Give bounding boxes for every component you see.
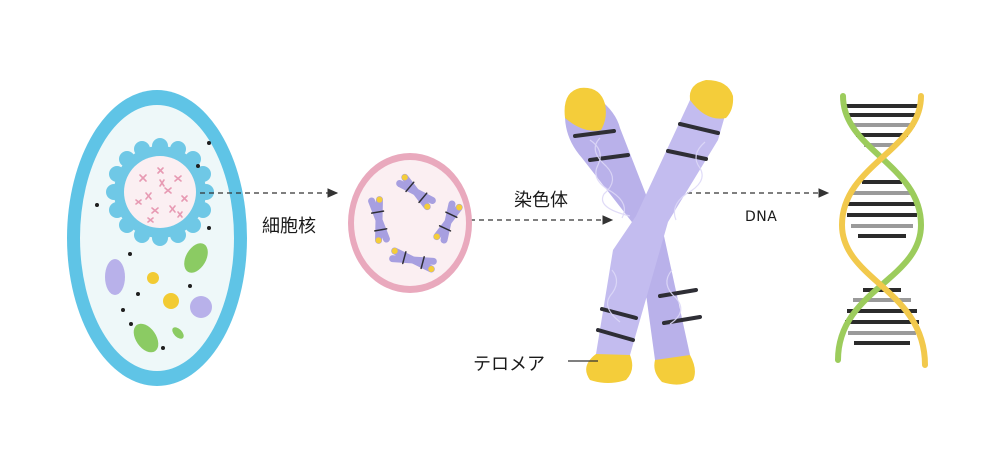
chromosome xyxy=(564,80,734,385)
organelle-vacuole xyxy=(105,259,125,295)
chromosome-bands xyxy=(573,122,720,342)
dna-strand-green xyxy=(835,93,925,363)
chromatid-right xyxy=(586,80,734,383)
dna-helix xyxy=(835,93,928,368)
cell-nucleus xyxy=(106,138,214,246)
label-dna: DNA xyxy=(745,209,778,225)
dna-strand-yellow xyxy=(838,93,928,368)
nucleus-zoom xyxy=(348,153,472,293)
label-nucleus: 細胞核 xyxy=(262,216,316,237)
label-telomere: テロメア xyxy=(473,354,545,375)
label-chromosome: 染色体 xyxy=(514,190,568,211)
organelles xyxy=(95,141,212,353)
small-chromosomes xyxy=(368,173,463,273)
organelle-granule xyxy=(147,272,159,284)
cell xyxy=(67,90,247,386)
organelle-chloroplast xyxy=(184,243,208,273)
organelle-chloroplast xyxy=(133,323,159,353)
base-pairs xyxy=(845,104,919,345)
organelle-granule xyxy=(163,293,179,309)
organelle-small xyxy=(172,327,184,339)
organelle-vesicle xyxy=(190,296,212,318)
